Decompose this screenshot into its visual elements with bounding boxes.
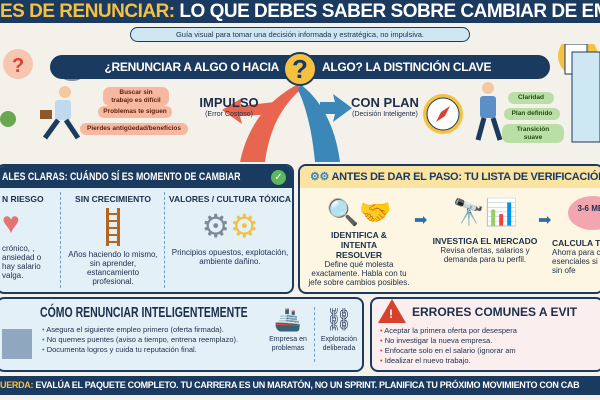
piggy-bank-icon: 3-6 MES xyxy=(568,196,600,230)
impulse-road xyxy=(240,84,300,162)
ladder-icon xyxy=(106,208,120,246)
banner-right-text: ALGO? LA DISTINCIÓN CLAVE xyxy=(322,60,492,74)
plan-tag: Plan definido xyxy=(504,108,560,120)
impulse-title: IMPULSO xyxy=(199,95,259,110)
subtitle: Guía visual para tomar una decisión info… xyxy=(130,27,470,42)
running-man-icon xyxy=(40,86,81,140)
checklist-panel: ⚙⚙ ANTES DE DAR EL PASO: TU LISTA DE VER… xyxy=(298,164,600,294)
question-mark-icon: ? xyxy=(283,52,317,86)
footer-banner: UERDA: EVALÚA EL PAQUETE COMPLETO. TU CA… xyxy=(0,376,600,395)
impulse-tag: Buscar sin trabajo es difícil xyxy=(103,87,169,106)
clear-signals-header: ALES CLARAS: CUÁNDO SÍ ES MOMENTO DE CAM… xyxy=(0,166,292,188)
bridge-icon xyxy=(2,309,32,359)
warning-exclamation-icon: ! xyxy=(389,307,393,321)
broken-heart-icon: ♥ xyxy=(2,207,20,240)
plan-road xyxy=(298,84,340,162)
gears-icon: ⚙⚙ xyxy=(310,171,332,183)
clear-signals-panel: ALES CLARAS: CUÁNDO SÍ ES MOMENTO DE CAM… xyxy=(0,164,294,294)
sinking-ship-icon: 🚢 xyxy=(274,307,302,332)
hero-illustration: ? xyxy=(0,44,600,162)
compass-icon xyxy=(423,94,463,134)
checkmark-icon: ✓ xyxy=(271,170,286,185)
impulse-tag: Problemas te siguen xyxy=(98,106,172,118)
plan-subtitle: (Decisión Inteligente) xyxy=(352,111,418,118)
plan-tag: Claridad xyxy=(508,92,554,104)
how-to-quit-panel: CÓMO RENUNCIAR INTELIGENTEMENTE • Asegur… xyxy=(0,297,364,372)
plan-tag: Transición suave xyxy=(502,124,564,143)
checklist-magnifier-handshake-icon: 🔍🤝 xyxy=(326,197,392,227)
impulse-subtitle: (Error Costoso) xyxy=(205,111,253,118)
walking-man-icon xyxy=(475,82,503,141)
plan-title: CON PLAN xyxy=(351,95,419,110)
tree-icon xyxy=(0,111,16,127)
telescope-chart-icon: 🔭📊 xyxy=(452,197,518,227)
impulse-tag: Pierdes antigüedad/beneficios xyxy=(80,123,188,135)
arrow-right-icon: ➡ xyxy=(538,212,552,229)
page-title: ES DE RENUNCIAR: LO QUE DEBES SABER SOBR… xyxy=(0,0,600,23)
warning-icon xyxy=(378,299,406,323)
broken-chain-icon: ⛓ xyxy=(325,307,353,332)
clear-signals-title: ALES CLARAS: CUÁNDO SÍ ES MOMENTO DE CAM… xyxy=(2,171,241,183)
thought-bubble-icon xyxy=(3,49,33,79)
svg-text:?: ? xyxy=(12,55,24,77)
gears-icon: ⚙⚙ xyxy=(201,208,259,244)
how-to-quit-title: CÓMO RENUNCIAR INTELIGENTEMENTE xyxy=(40,304,248,321)
common-errors-panel: ! ERRORES COMUNES A EVIT • Aceptar la pr… xyxy=(370,297,600,372)
plan-arrow xyxy=(320,94,352,122)
common-errors-title: ERRORES COMUNES A EVIT xyxy=(412,305,578,319)
banner-left-text: ¿RENUNCIAR A ALGO O HACIA xyxy=(104,60,280,74)
checklist-header: ⚙⚙ ANTES DE DAR EL PASO: TU LISTA DE VER… xyxy=(300,166,600,188)
impulse-arrow xyxy=(222,98,275,124)
door-icon xyxy=(571,51,600,143)
arrow-right-icon: ➡ xyxy=(414,212,428,229)
